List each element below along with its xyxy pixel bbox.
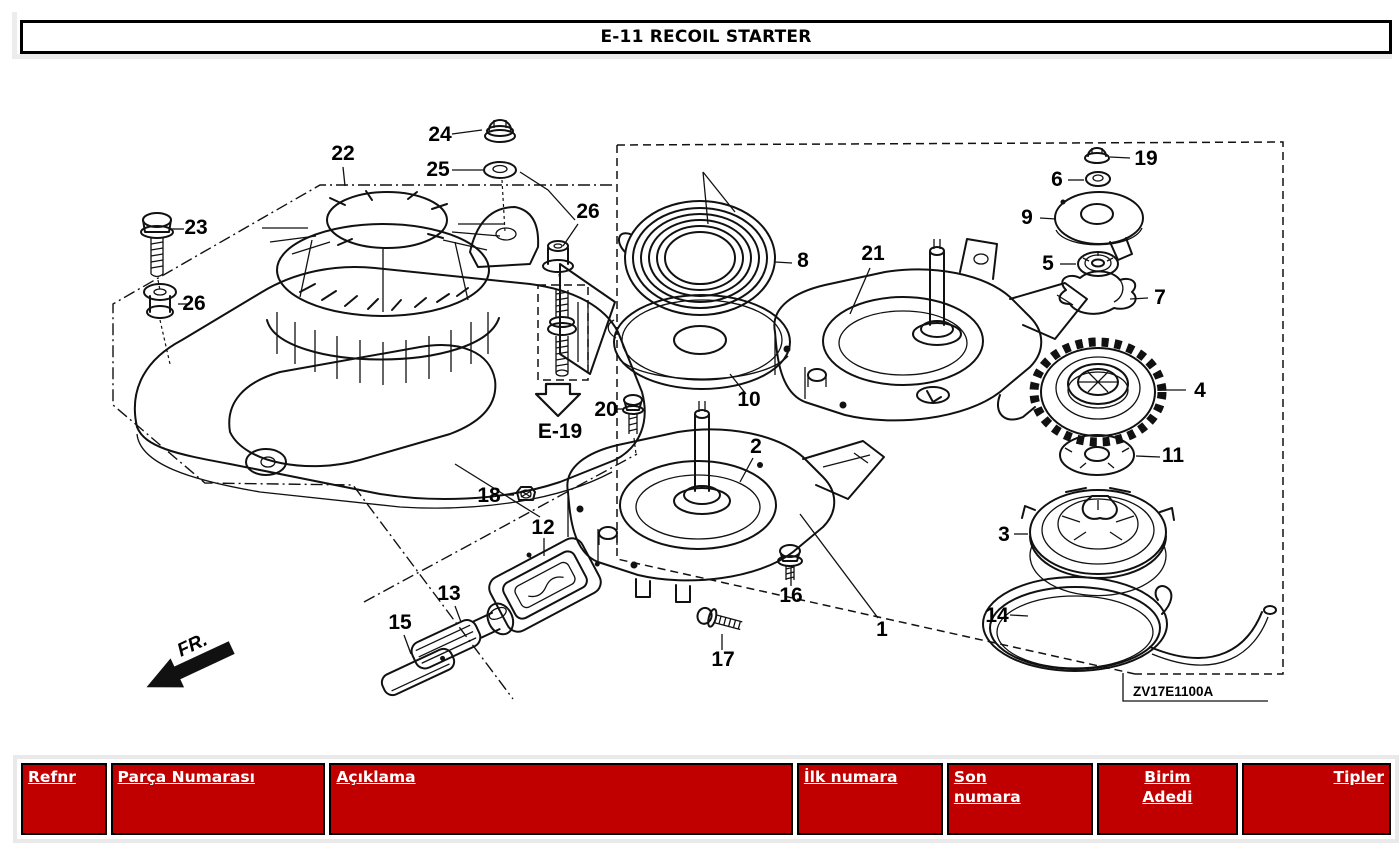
part-14-rope-art [982, 576, 1277, 672]
fr-direction-arrow: FR. [146, 629, 235, 688]
column-header-son-numara[interactable]: Son numara [946, 763, 1093, 835]
part-labels: 2223262425262018121315171612218101969574… [182, 123, 1206, 671]
part-label-10: 10 [737, 388, 760, 411]
part-label-9: 9 [1021, 206, 1033, 229]
part-label-4: 4 [1194, 379, 1206, 402]
part-26-left-nut-art [143, 283, 177, 365]
column-header-birim-adedi[interactable]: Birim Adedi [1096, 763, 1239, 835]
part-label-5: 5 [1042, 252, 1054, 275]
column-header-refnr[interactable]: Refnr [21, 763, 107, 835]
part-15-bar-art [380, 647, 456, 697]
part-17-bolt-art [696, 606, 743, 631]
dashed-outline-right-box [616, 141, 1284, 702]
part-label-16: 16 [779, 584, 802, 607]
column-header-aciklama[interactable]: Açıklama [329, 763, 793, 835]
part-label-13: 13 [437, 582, 460, 605]
part-20-bolt-art [622, 394, 644, 455]
part-label-12: 12 [531, 516, 554, 539]
title-box: E-11 RECOIL STARTER [20, 20, 1392, 54]
part-12-bezel-art [488, 537, 602, 633]
part-8-spiral-spring-art [618, 171, 776, 316]
part-2-case-art [566, 401, 885, 603]
part-label-26: 26 [182, 292, 205, 315]
part-11-washer-art [1059, 434, 1135, 476]
part-label-2: 2 [750, 435, 762, 458]
part-26-stud-art [547, 290, 577, 377]
part-label-24: 24 [428, 123, 452, 146]
e19-label: E-19 [538, 420, 582, 443]
part-6-washer-art [1085, 171, 1111, 187]
exploded-parts-diagram: E-19 [112, 119, 1284, 702]
part-21-case-art [773, 238, 1088, 422]
part-19-nut-art [1084, 147, 1110, 164]
part-label-23: 23 [184, 216, 207, 239]
part-label-15: 15 [388, 611, 412, 634]
part-23-bolt-art [140, 212, 174, 291]
part-13-grip-art [410, 602, 515, 670]
part-9-ratchet-guide-art [1054, 191, 1144, 261]
part-3-ratchet-art [1021, 487, 1175, 597]
part-16-bolt-art [777, 544, 803, 580]
part-label-18: 18 [477, 484, 501, 507]
part-label-3: 3 [998, 523, 1010, 546]
part-label-1: 1 [876, 618, 888, 641]
part-22-cover-art [133, 190, 646, 509]
part-26-right-collar-art [542, 240, 574, 287]
part-label-25: 25 [426, 158, 450, 181]
dashed-outline-left-box [112, 184, 638, 700]
part-label-8: 8 [797, 249, 809, 272]
column-header-tipler[interactable]: Tipler [1242, 763, 1391, 835]
page-title: E-11 RECOIL STARTER [600, 27, 812, 47]
part-18-nut-art [516, 486, 536, 501]
part-label-20: 20 [594, 398, 617, 421]
part-label-17: 17 [711, 648, 734, 671]
e19-reference-arrow: E-19 [534, 382, 582, 443]
part-label-19: 19 [1134, 147, 1157, 170]
part-4-pulley-art [1029, 337, 1167, 447]
part-label-26: 26 [576, 200, 599, 223]
part-24-nut-art [484, 119, 516, 143]
part-label-6: 6 [1051, 168, 1063, 191]
part-7-friction-spring-art [1058, 270, 1137, 315]
part-label-22: 22 [331, 142, 354, 165]
part-label-21: 21 [861, 242, 885, 265]
diagram-code: ZV17E1100A [1133, 684, 1214, 699]
part-25-washer-art [483, 161, 517, 233]
column-header-ilk-numara[interactable]: İlk numara [796, 763, 943, 835]
leader-lines [170, 129, 1186, 655]
part-label-7: 7 [1154, 286, 1166, 309]
title-frame: E-11 RECOIL STARTER [12, 12, 1392, 59]
column-header-parca-numarasi[interactable]: Parça Numarası [110, 763, 326, 835]
part-label-11: 11 [1162, 444, 1185, 467]
part-label-14: 14 [985, 604, 1009, 627]
